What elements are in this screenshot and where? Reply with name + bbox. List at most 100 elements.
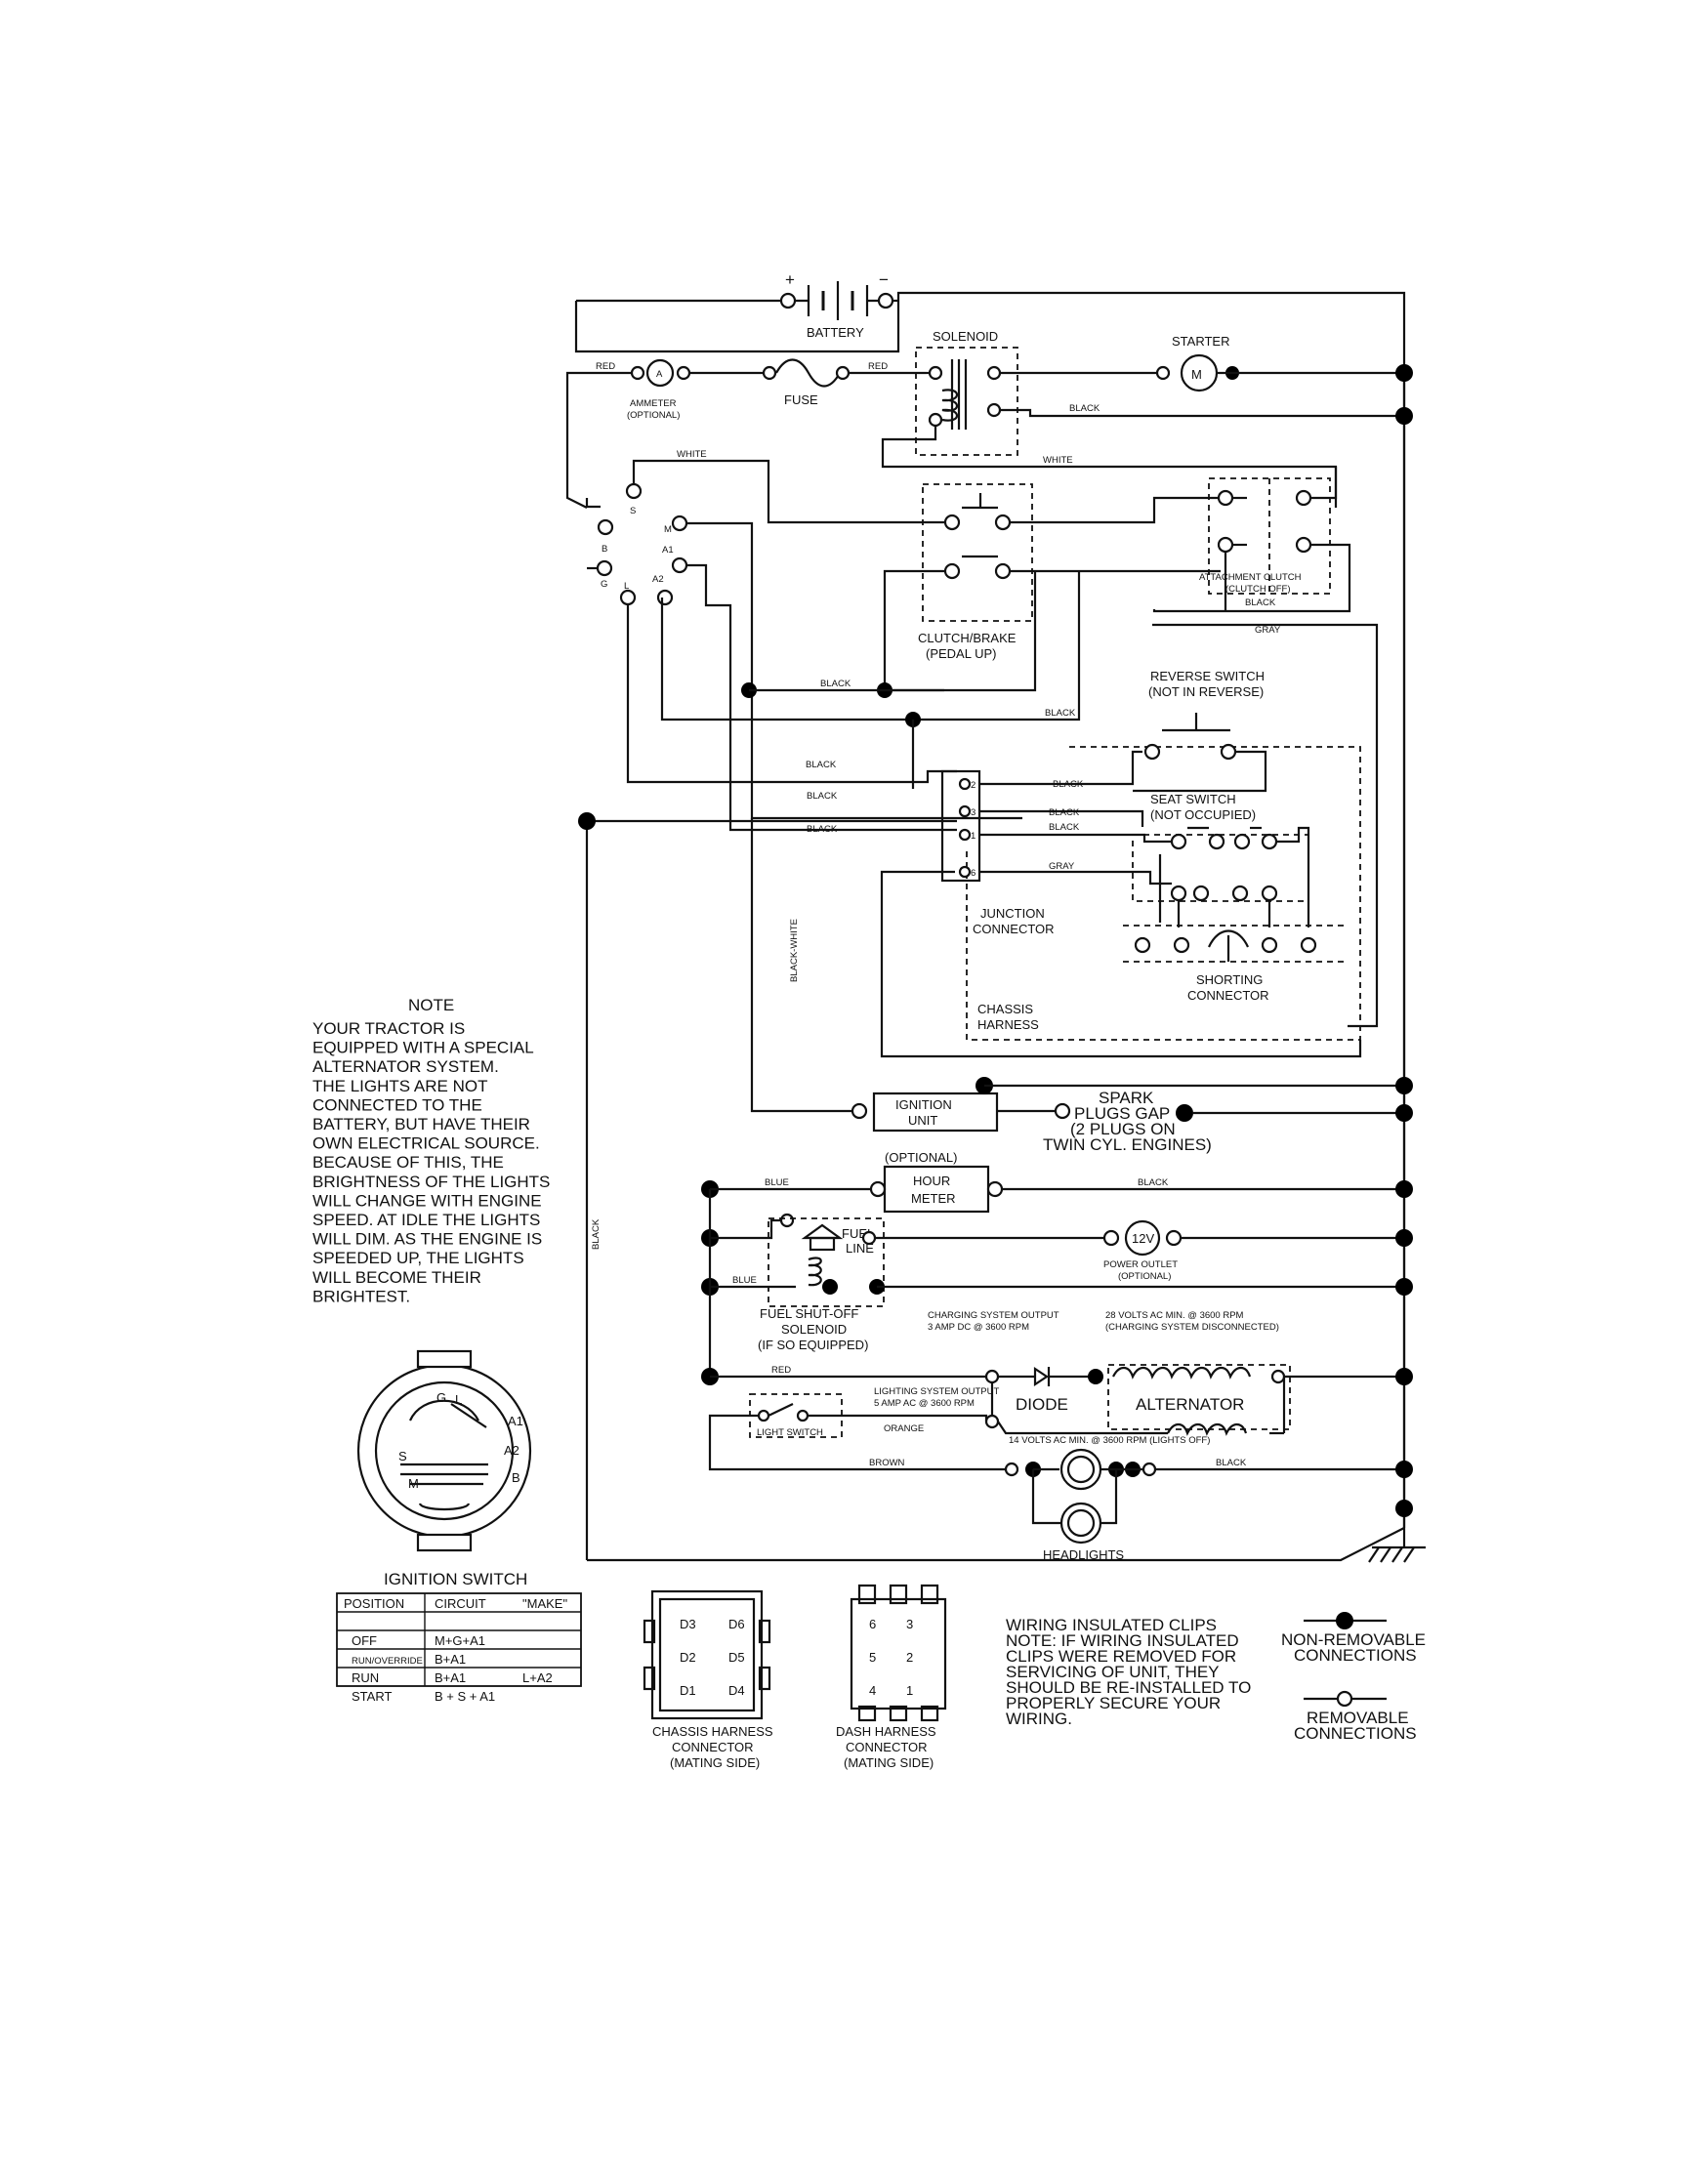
table-cell: RUN [352, 1670, 379, 1685]
starter-circuit: A RED RED AMMETER (OPTIONAL) FUSE SOLENO… [587, 329, 1413, 508]
v14-label: 14 VOLTS AC MIN. @ 3600 RPM (LIGHTS OFF) [1009, 1435, 1210, 1446]
clutch-brake-switch: CLUTCH/BRAKE (PEDAL UP) [883, 483, 1221, 692]
clips-note-line: WIRING INSULATED CLIPS [1006, 1616, 1217, 1634]
note-line: BRIGHTEST. [312, 1287, 410, 1305]
battery: + − BATTERY [779, 270, 894, 340]
chassis-pin: D6 [728, 1617, 745, 1631]
pin-a2: A2 [652, 574, 664, 585]
table-header: POSITION [344, 1596, 404, 1611]
wire-brown: BROWN [869, 1458, 905, 1468]
chassis-harness: 2 3 1 6 JUNCTION CONNECTOR CHASSIS HARNE… [880, 746, 1362, 1058]
battery-minus: − [879, 270, 889, 289]
note-line: BECAUSE OF THIS, THE [312, 1153, 504, 1172]
wire-black-5: BLACK [807, 791, 838, 802]
face-m: M [408, 1476, 419, 1491]
main-frame-wires [565, 291, 1406, 1562]
ignition-switch-symbol: S B G L A2 A1 M WHITE [585, 449, 1022, 820]
wire-black-10: BLACK [1138, 1177, 1169, 1188]
dash-pin: 1 [906, 1683, 913, 1698]
wire-black-ac: BLACK [1245, 598, 1276, 608]
ignition-unit: BLACK-WHITE IGNITION UNIT SPARK PLUGS GA… [750, 818, 1413, 1154]
not-in-reverse-label: (NOT IN REVERSE) [1148, 684, 1264, 699]
v28-2: (CHARGING SYSTEM DISCONNECTED) [1105, 1322, 1279, 1333]
chassis-pin: D2 [680, 1650, 696, 1665]
dash-pin: 6 [869, 1617, 876, 1631]
note-line: CONNECTED TO THE [312, 1095, 482, 1114]
wire-orange: ORANGE [884, 1423, 924, 1434]
power-outlet-opt: (OPTIONAL) [1118, 1271, 1171, 1282]
dash-conn-2: CONNECTOR [846, 1740, 928, 1754]
dash-pin: 3 [906, 1617, 913, 1631]
black-network: BLACK BLACK BLACK BLACK BLACK [578, 571, 1081, 835]
lighting-1: LIGHTING SYSTEM OUTPUT [874, 1386, 999, 1397]
note-line: ALTERNATOR SYSTEM. [312, 1057, 499, 1076]
seat-switch: SEAT SWITCH (NOT OCCUPIED) [1132, 792, 1310, 927]
wire-white-1: WHITE [677, 449, 707, 460]
seat-switch-label: SEAT SWITCH [1150, 792, 1236, 806]
battery-label: BATTERY [807, 325, 864, 340]
pin-a1: A1 [662, 545, 674, 556]
ground-symbol [1368, 1528, 1426, 1563]
legend-nonremovable-1: NON-REMOVABLE [1281, 1630, 1426, 1649]
fuel-shutoff-power: FUEL LINE 12V POWER OUTLET (OPTIONAL) BL… [701, 1189, 1413, 1377]
chassis-label: CHASSIS [977, 1002, 1033, 1016]
shorting-connector-label: CONNECTOR [1187, 988, 1269, 1003]
dash-pin: 5 [869, 1650, 876, 1665]
ignition-unit-label-1: IGNITION [895, 1097, 952, 1112]
clips-note-line: NOTE: IF WIRING INSULATED [1006, 1631, 1239, 1650]
chassis-pin: D4 [728, 1683, 745, 1698]
charging-2: 3 AMP DC @ 3600 RPM [928, 1322, 1029, 1333]
fuse-label: FUSE [784, 392, 818, 407]
wire-red-3: RED [771, 1365, 791, 1376]
table-header: "MAKE" [522, 1596, 567, 1611]
reverse-switch-label: REVERSE SWITCH [1150, 669, 1265, 683]
face-s: S [398, 1449, 407, 1463]
table-cell: B+A1 [435, 1652, 466, 1667]
table-cell: OFF [352, 1633, 377, 1648]
table-header: CIRCUIT [435, 1596, 486, 1611]
dash-conn-3: (MATING SIDE) [844, 1755, 934, 1770]
clips-note-line: CLIPS WERE REMOVED FOR [1006, 1647, 1236, 1666]
wire-red-1: RED [596, 361, 615, 372]
clutch-off-label: (CLUTCH OFF) [1225, 584, 1291, 595]
charging-1: CHARGING SYSTEM OUTPUT [928, 1310, 1059, 1321]
legend-nonremovable-2: CONNECTIONS [1294, 1646, 1417, 1665]
chassis-pin: D5 [728, 1650, 745, 1665]
face-g: G [436, 1390, 446, 1405]
headlights-label: HEADLIGHTS [1043, 1547, 1124, 1562]
pin-b: B [602, 544, 607, 555]
dash-pin: 4 [869, 1683, 876, 1698]
v28-1: 28 VOLTS AC MIN. @ 3600 RPM [1105, 1310, 1244, 1321]
spark-label-4: TWIN CYL. ENGINES) [1043, 1135, 1212, 1154]
wire-black-3: BLACK [1045, 708, 1076, 719]
table-cell: RUN/OVERRIDE [352, 1656, 423, 1667]
note-line: SPEEDED UP, THE LIGHTS [312, 1249, 524, 1267]
pin-s: S [630, 506, 636, 516]
legend: NON-REMOVABLE CONNECTIONS REMOVABLE CONN… [1281, 1612, 1426, 1743]
note-line: OWN ELECTRICAL SOURCE. [312, 1134, 540, 1153]
shorting-label: SHORTING [1196, 972, 1263, 987]
alternator-label: ALTERNATOR [1136, 1395, 1244, 1414]
clips-note-line: SERVICING OF UNIT, THEY [1006, 1663, 1220, 1681]
note-line: WILL BECOME THEIR [312, 1268, 481, 1287]
pin-2: 2 [971, 780, 976, 791]
clips-note-line: PROPERLY SECURE YOUR [1006, 1694, 1221, 1712]
table-cell: L+A2 [522, 1670, 553, 1685]
wire-black-2: BLACK [820, 679, 851, 689]
ammeter-label: AMMETER [630, 398, 677, 409]
chassis-pin: D3 [680, 1617, 696, 1631]
table-cell: B+A1 [435, 1670, 466, 1685]
v12-label: 12V [1132, 1231, 1154, 1246]
face-a2: A2 [504, 1443, 519, 1458]
ignition-switch-title: IGNITION SWITCH [384, 1570, 527, 1588]
spark-label-3: (2 PLUGS ON [1070, 1120, 1176, 1138]
pin-3: 3 [971, 807, 976, 818]
wire-black-9: BLACK [1049, 822, 1080, 833]
chassis-conn-3: (MATING SIDE) [670, 1755, 760, 1770]
starter-label: STARTER [1172, 334, 1229, 349]
wire-black-left: BLACK [591, 1218, 602, 1250]
